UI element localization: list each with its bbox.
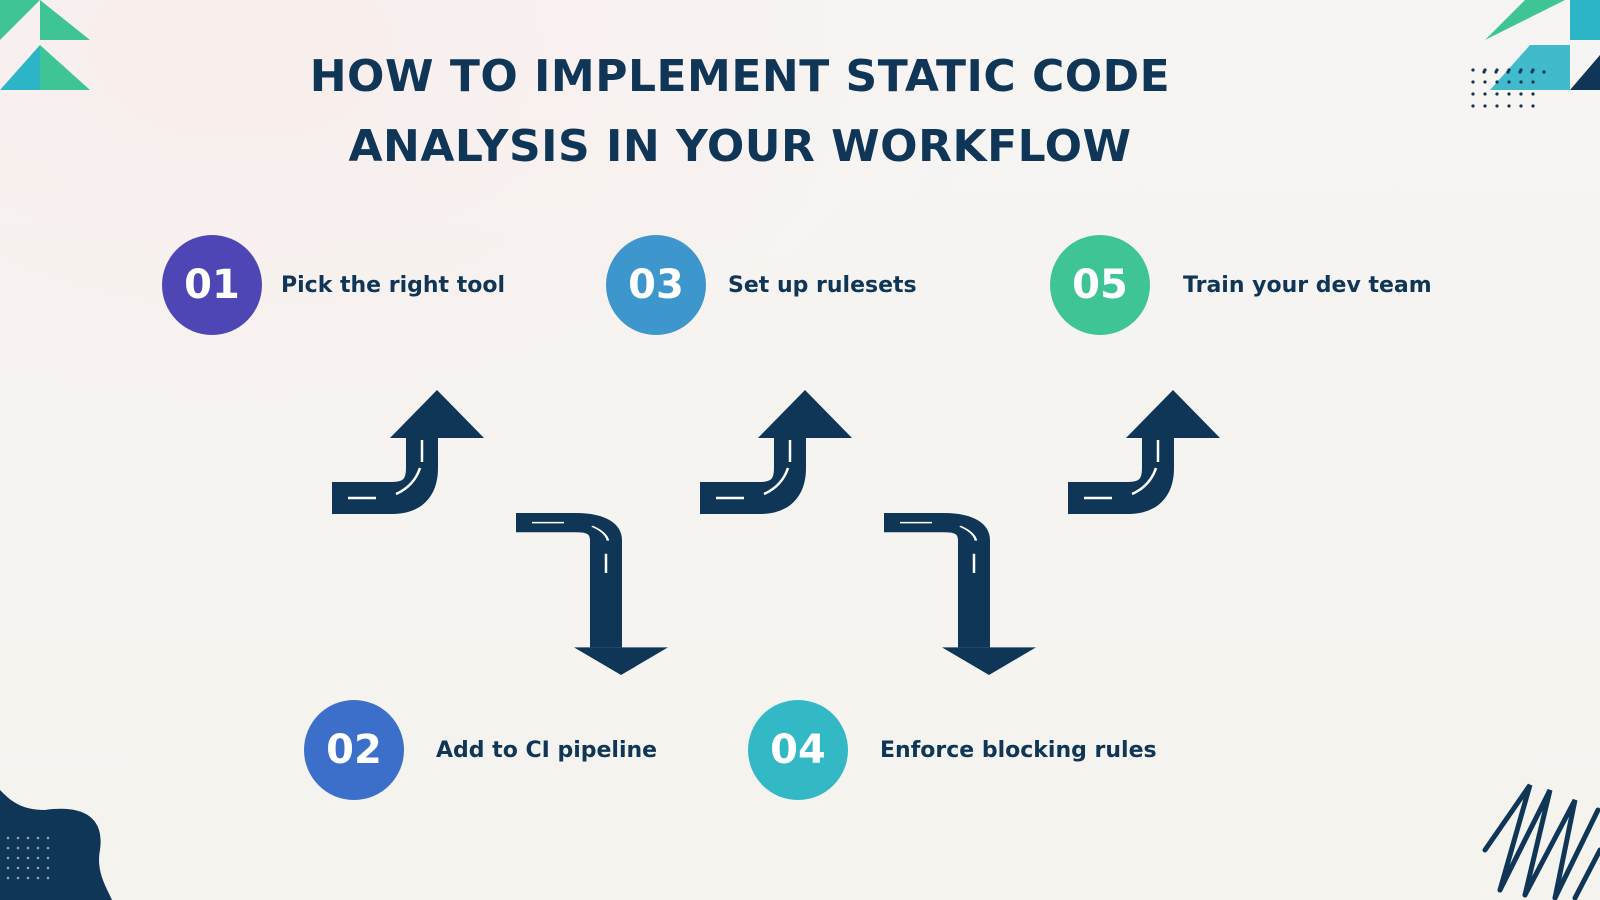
up-turn-arrow-icon bbox=[1068, 390, 1220, 498]
step-04: 04 Enforce blocking rules bbox=[748, 700, 1157, 800]
step-number: 02 bbox=[326, 727, 382, 773]
top-right-triangles-decoration bbox=[1482, 0, 1600, 90]
step-number-badge: 02 bbox=[304, 700, 404, 800]
step-number-badge: 03 bbox=[606, 235, 706, 335]
step-label: Enforce blocking rules bbox=[880, 737, 1157, 763]
down-turn-arrow-icon bbox=[516, 523, 668, 675]
up-turn-arrow-icon bbox=[700, 390, 852, 498]
page-title: HOW TO IMPLEMENT STATIC CODE ANALYSIS IN… bbox=[300, 42, 1180, 182]
step-number-badge: 04 bbox=[748, 700, 848, 800]
step-05: 05 Train your dev team bbox=[1050, 235, 1432, 335]
step-number: 04 bbox=[770, 727, 826, 773]
step-03: 03 Set up rulesets bbox=[606, 235, 917, 335]
step-number-badge: 05 bbox=[1050, 235, 1150, 335]
step-number: 03 bbox=[628, 262, 684, 308]
top-right-dot-grid-decoration bbox=[1471, 68, 1535, 108]
title-line-1: HOW TO IMPLEMENT STATIC CODE bbox=[309, 51, 1171, 102]
step-number: 05 bbox=[1072, 262, 1128, 308]
step-label: Add to CI pipeline bbox=[436, 737, 658, 763]
step-label: Train your dev team bbox=[1183, 272, 1432, 298]
bottom-left-blob-decoration bbox=[0, 790, 112, 900]
step-02: 02 Add to CI pipeline bbox=[304, 700, 657, 800]
title-line-2: ANALYSIS IN YOUR WORKFLOW bbox=[348, 121, 1132, 172]
up-turn-arrow-icon bbox=[332, 390, 484, 498]
step-01: 01 Pick the right tool bbox=[162, 235, 505, 335]
step-number: 01 bbox=[184, 262, 240, 308]
step-number-badge: 01 bbox=[162, 235, 262, 335]
down-turn-arrow-icon bbox=[884, 523, 1036, 675]
top-left-triangles-decoration bbox=[0, 0, 90, 90]
step-label: Pick the right tool bbox=[281, 272, 506, 298]
bottom-right-scribble-decoration bbox=[1482, 783, 1600, 900]
step-label: Set up rulesets bbox=[728, 272, 917, 298]
